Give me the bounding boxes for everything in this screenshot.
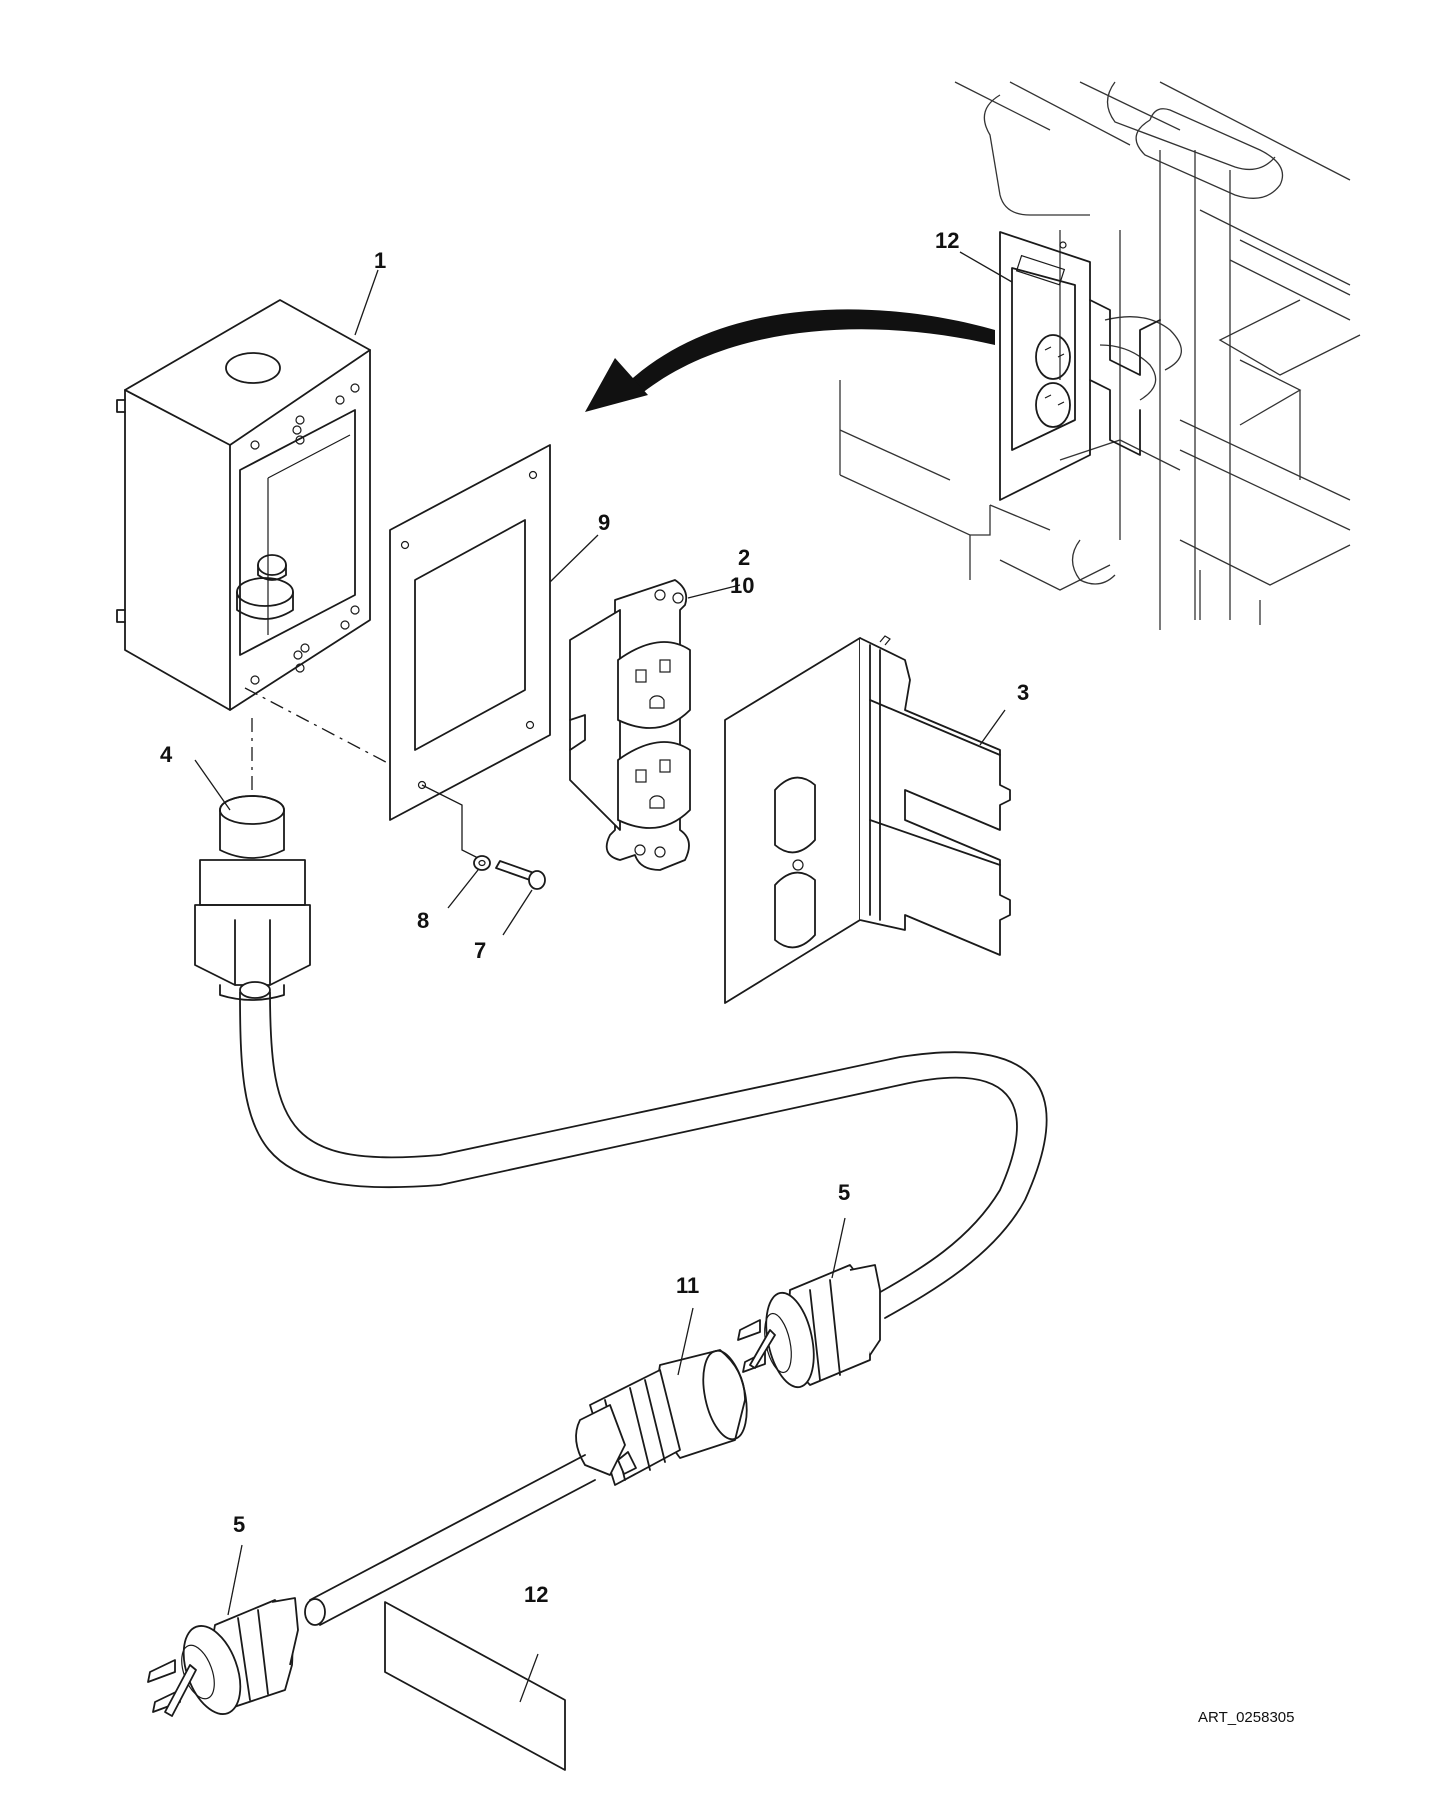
- centerline-box-to-gasket: [244, 687, 421, 781]
- part-3-cover-plate: [724, 635, 1011, 1004]
- callout-9: 9: [598, 510, 610, 535]
- leader-lines: [194, 251, 1013, 1616]
- part-5-upper-plug: [737, 1264, 881, 1389]
- callout-10: 10: [730, 573, 754, 598]
- callout-11: 11: [676, 1273, 699, 1298]
- part-12-label: [384, 1601, 566, 1771]
- callout-7: 7: [474, 938, 486, 963]
- callout-labels: 1 2 10 3 4 5 5 7 8 9 11 12 12: [160, 228, 1029, 1607]
- part-7-screw: [495, 860, 546, 890]
- art-number: ART_0258305: [1198, 1709, 1294, 1726]
- installation-arrow: [585, 309, 995, 412]
- part-1-electrical-box: [116, 299, 371, 711]
- part-9-gasket: [389, 444, 551, 861]
- installed-location-view: [839, 81, 1361, 630]
- power-cable: [239, 981, 1048, 1319]
- lower-cable: [304, 1454, 596, 1626]
- callout-2: 2: [738, 545, 750, 570]
- callout-12-lower: 12: [524, 1582, 548, 1607]
- part-11-connector: [575, 1349, 748, 1486]
- part-2-duplex-receptacle: [569, 579, 691, 871]
- part-8-lock-washer: [473, 855, 491, 871]
- callout-5-lower: 5: [233, 1512, 245, 1537]
- callout-4: 4: [160, 742, 173, 767]
- callout-12-upper: 12: [935, 228, 959, 253]
- callout-5-upper: 5: [838, 1180, 850, 1205]
- callout-1: 1: [374, 248, 386, 273]
- callout-3: 3: [1017, 680, 1029, 705]
- callout-8: 8: [417, 908, 429, 933]
- part-4-conduit-fitting: [194, 795, 311, 1001]
- part-5-lower-plug: [147, 1597, 299, 1717]
